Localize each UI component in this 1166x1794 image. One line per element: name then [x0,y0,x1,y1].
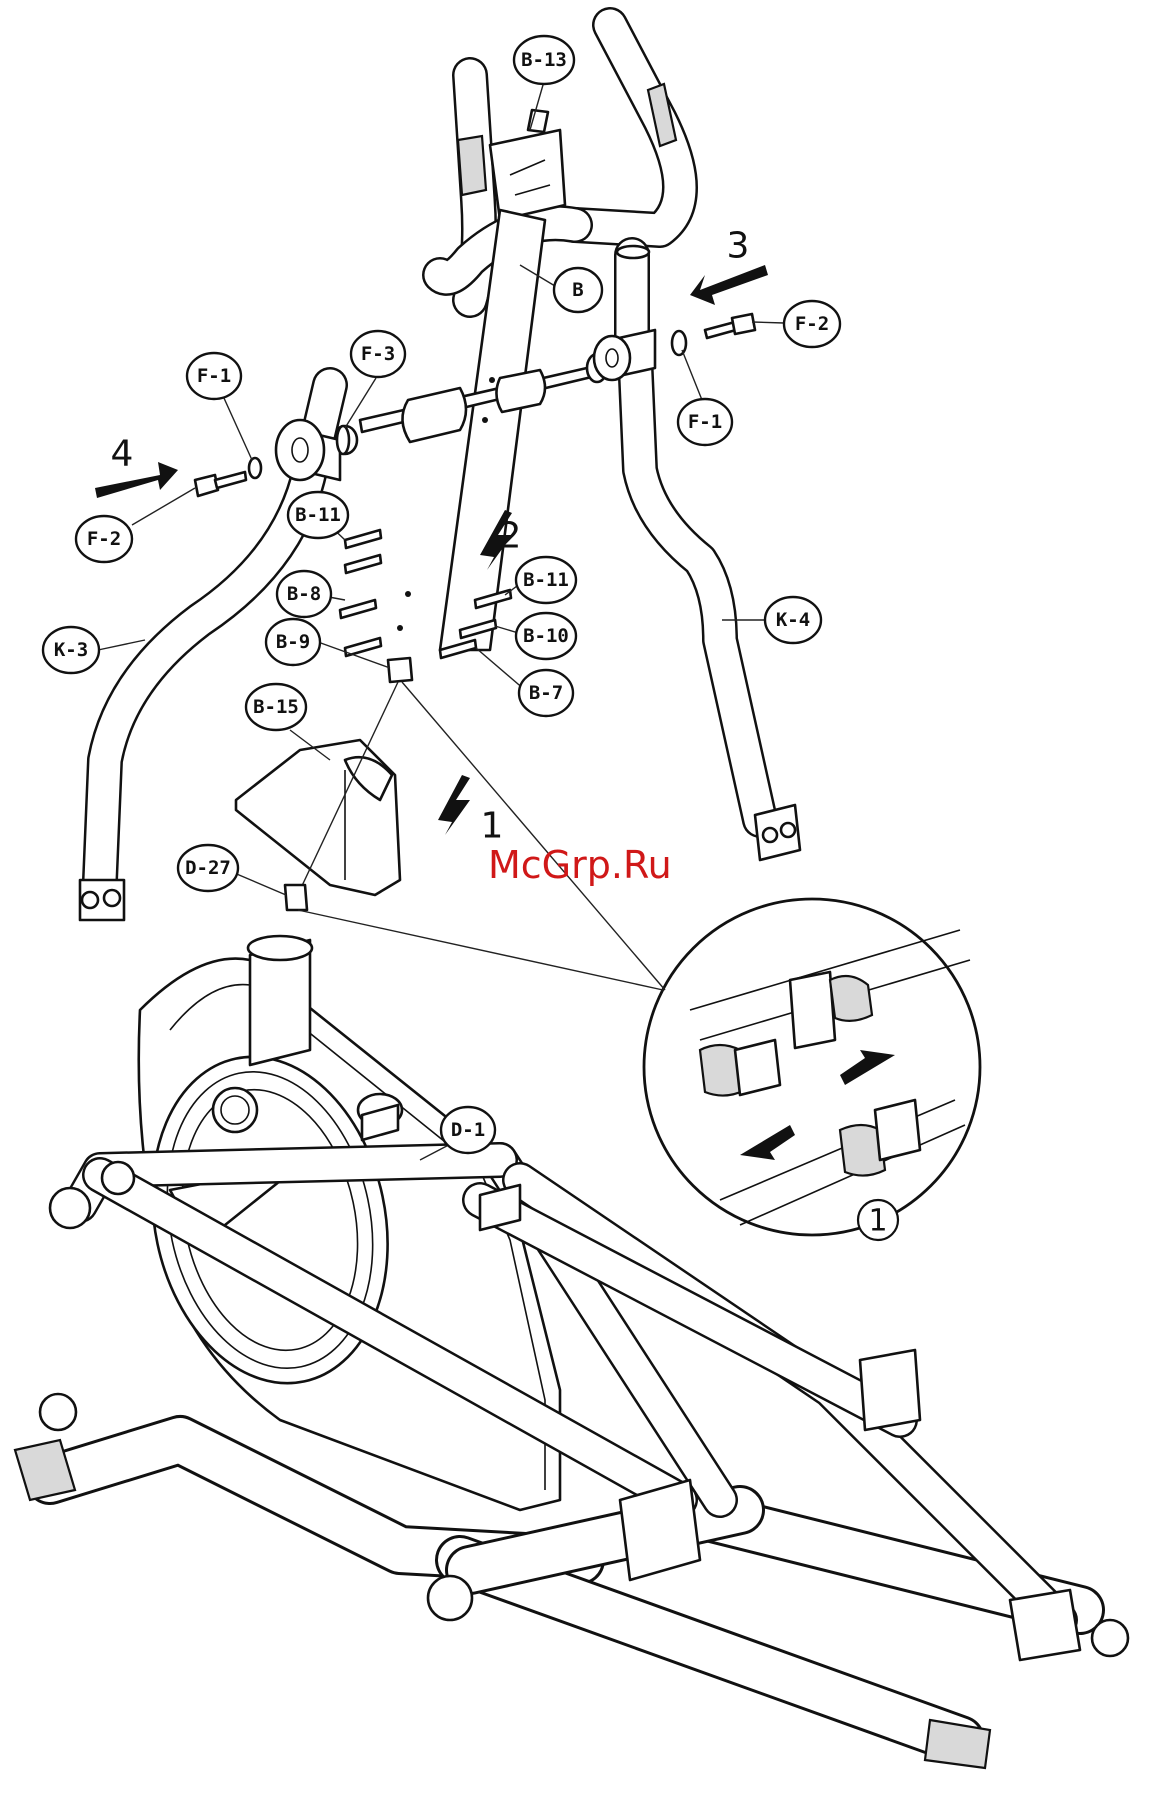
step-number-2: 2 [499,516,522,557]
label-k3: K-3 [43,627,99,673]
label-f2-left: F-2 [76,516,132,562]
svg-text:B-7: B-7 [529,682,563,704]
label-b7: B-7 [519,670,573,716]
svg-text:F-2: F-2 [87,528,121,550]
svg-text:D-27: D-27 [185,857,231,879]
svg-text:F-1: F-1 [688,411,722,433]
svg-text:K-3: K-3 [54,639,88,661]
detail-step-number: 1 [868,1204,887,1239]
svg-text:F-1: F-1 [197,365,231,387]
step-number-3: 3 [727,226,750,267]
svg-text:F-3: F-3 [361,343,395,365]
label-b11-right: B-11 [516,557,576,603]
svg-text:D-1: D-1 [451,1119,485,1141]
label-b13: B-13 [514,36,574,84]
label-b: B [554,268,602,312]
svg-text:F-2: F-2 [795,313,829,335]
svg-text:B-13: B-13 [521,49,567,71]
label-f1-right: F-1 [678,399,732,445]
step-number-1: 1 [481,806,504,847]
watermark-text: McGrp.Ru [488,843,672,887]
svg-text:B-10: B-10 [523,625,569,647]
connector-d27 [285,885,307,910]
svg-text:B-11: B-11 [523,569,569,591]
label-f2-right: F-2 [784,301,840,347]
label-d27: D-27 [178,845,238,891]
connector-detail-inset [644,899,980,1235]
label-k4: K-4 [765,597,821,643]
label-b10: B-10 [516,613,576,659]
arrow-step-4 [95,462,178,498]
svg-text:B-11: B-11 [295,504,341,526]
label-f1-left: F-1 [187,353,241,399]
label-b8: B-8 [277,571,331,617]
label-f3: F-3 [351,331,405,377]
label-b9: B-9 [266,619,320,665]
mast-cover-b15 [236,740,400,895]
arrow-step-1 [438,775,470,835]
label-b15: B-15 [246,684,306,730]
right-arm-k4 [594,246,800,860]
label-d1: D-1 [441,1107,495,1153]
label-b11-left: B-11 [288,492,348,538]
step-number-4: 4 [111,434,134,475]
svg-text:B-15: B-15 [253,696,299,718]
svg-text:K-4: K-4 [776,609,810,631]
arrow-step-3 [690,265,768,305]
svg-text:B-8: B-8 [287,583,321,605]
svg-text:B: B [572,279,583,301]
svg-text:B-9: B-9 [276,631,310,653]
